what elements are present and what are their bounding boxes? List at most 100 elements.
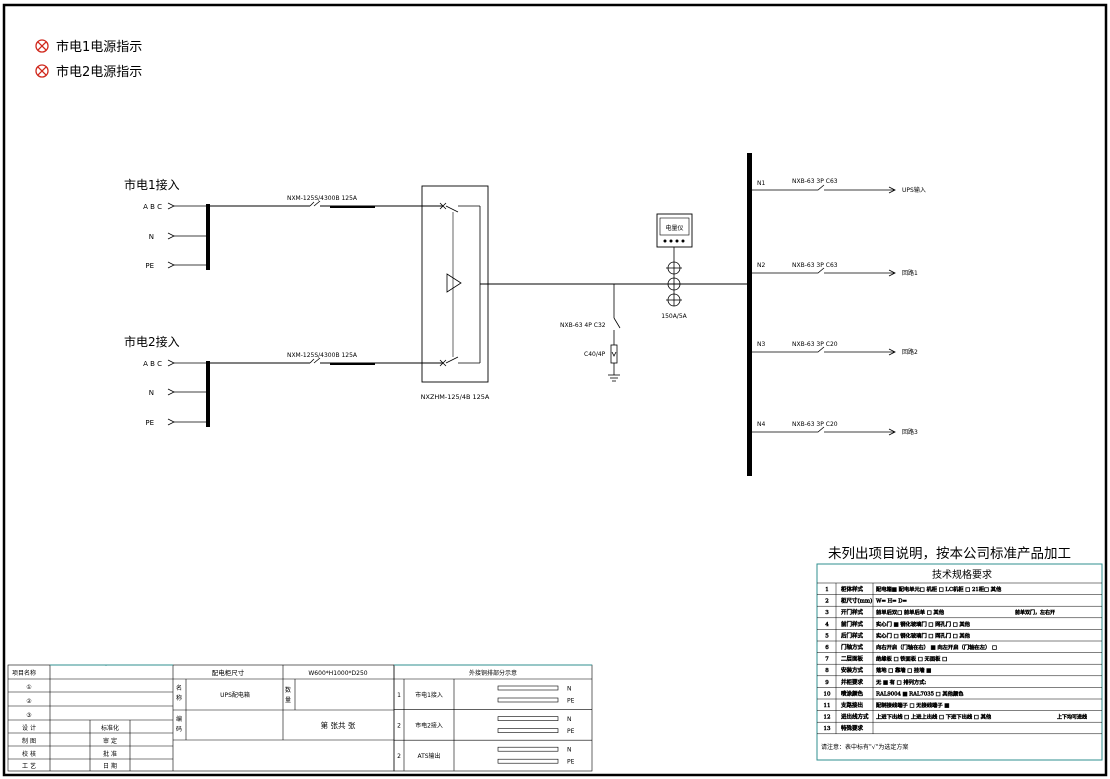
input-1-busbar bbox=[206, 204, 210, 270]
spec-row-name: 门轴方式 bbox=[841, 643, 864, 651]
output-n1: N1 NXB-63 3P C63 UPS输入 bbox=[752, 178, 926, 194]
spec-row-content: RAL9004 ■ RAL7035 □ 其他颜色 bbox=[876, 689, 964, 697]
copper-bar-label: N bbox=[567, 686, 572, 693]
spec-row-content: 实心门 □ 钢化玻璃门 □ 网孔门 □ 其他 bbox=[876, 631, 971, 639]
spec-row-content: 上进下出线 □ 上进上出线 □ 下进下出线 □ 其他 bbox=[876, 713, 992, 721]
spec-row-content: 向右开启（门轴在右） ■ 向左开启（门轴在左） □ bbox=[876, 643, 997, 651]
code-label-2: 码 bbox=[176, 725, 182, 733]
name-label-2: 称 bbox=[176, 694, 182, 702]
role-design: 设 计 bbox=[22, 724, 36, 732]
qty-label-1: 数 bbox=[285, 686, 291, 694]
output-n4-breaker: NXB-63 3P C20 bbox=[792, 421, 838, 428]
output-n1-breaker: NXB-63 3P C63 bbox=[792, 178, 838, 185]
spec-row-number: 2 bbox=[825, 599, 829, 605]
spec-row-name: 开门样式 bbox=[841, 608, 864, 616]
spec-row-content: 实心门 ■ 钢化玻璃门 □ 网孔门 □ 其他 bbox=[876, 620, 971, 628]
spec-row-number: 3 bbox=[825, 610, 829, 616]
spec-row-number: 6 bbox=[825, 645, 829, 651]
spec-title: 技术规格要求 bbox=[932, 568, 992, 581]
role-standard: 标准化 bbox=[101, 724, 119, 732]
spec-row-number: 13 bbox=[824, 726, 831, 732]
rev-3: ③ bbox=[26, 712, 31, 719]
spec-row-content: 无 ■ 有 □ 排列方式: bbox=[876, 678, 927, 686]
copper-bar-label: N bbox=[567, 747, 572, 754]
spec-row-number: 10 bbox=[824, 691, 831, 697]
spec-row-number: 8 bbox=[825, 668, 829, 674]
power-meter-label: 电量仪 bbox=[665, 224, 683, 232]
busbar-row-name: 市电1接入 bbox=[415, 691, 443, 699]
role-approve: 审 定 bbox=[103, 737, 117, 745]
output-n2-id: N2 bbox=[757, 262, 765, 269]
name-value: UPS配电箱 bbox=[220, 691, 250, 699]
ct-icon bbox=[666, 261, 682, 307]
copper-bar-label: PE bbox=[567, 759, 575, 766]
spec-highlight-door: 前单双门，左右开 bbox=[1015, 609, 1055, 616]
input-2: 市电2接入 A B C N PE NXM-125S/4300B 125A bbox=[124, 334, 443, 427]
spec-row-content: 配制接线端子 □ 无接线端子 ■ bbox=[876, 701, 949, 709]
input-2-breaker-symbol bbox=[309, 357, 321, 364]
spec-row-name: 后门样式 bbox=[841, 631, 864, 639]
spec-row-name: 支路接出 bbox=[841, 701, 863, 709]
spec-row-name: 进出线方式 bbox=[841, 713, 869, 721]
busbar-row-number: 2 bbox=[397, 723, 401, 730]
spec-row: 6 门轴方式 向右开启（门轴在右） ■ 向左开启（门轴在左） □ bbox=[817, 643, 1102, 653]
spec-row-content: 前单后双□ 前单后单 □ 其他 bbox=[876, 608, 945, 616]
spec-row-number: 12 bbox=[824, 715, 831, 721]
spec-row-content: 配电箱■ 配电单元□ 机柜 □ LC机柜 □ 21柜□ 其他 bbox=[876, 585, 1002, 593]
output-n1-id: N1 bbox=[757, 180, 765, 187]
role-process: 工 艺 bbox=[22, 762, 36, 770]
output-n1-dest: UPS输入 bbox=[902, 186, 926, 194]
busbar-table-title: 外接铜排部分示意 bbox=[469, 669, 517, 677]
spec-row-number: 11 bbox=[824, 703, 831, 709]
copper-bar-label: PE bbox=[567, 728, 575, 735]
copper-bar-label: N bbox=[567, 716, 572, 723]
spd-arrester-label: C40/4P bbox=[584, 351, 606, 358]
copper-bar bbox=[497, 728, 559, 733]
input-2-terminal-n: N bbox=[149, 389, 154, 397]
input-2-busbar bbox=[206, 361, 210, 427]
busbar-row-number: 1 bbox=[397, 692, 401, 699]
title-block-text: 项目名称 ① ② ③ 设 计 制 图 校 核 工 艺 标准化 审 定 批 准 日… bbox=[12, 668, 368, 770]
spd-breaker-label: NXB-63 4P C32 bbox=[560, 322, 606, 329]
copper-bar bbox=[497, 716, 559, 721]
busbar-row-name: ATS输出 bbox=[417, 752, 440, 760]
role-date: 日 期 bbox=[103, 762, 117, 770]
indicator-2: 市电2电源指示 bbox=[35, 64, 142, 80]
input-1: 市电1接入 A B C N PE NXM-125S/4300B 125A bbox=[124, 177, 443, 270]
spec-highlight-cable: 上下均可进线 bbox=[1057, 714, 1087, 721]
input-1-breaker-symbol bbox=[309, 200, 321, 207]
spec-footer: 请注意：表中标有"√"为选定方案 bbox=[821, 743, 908, 751]
input-1-terminal-n: N bbox=[149, 233, 154, 241]
output-n3-id: N3 bbox=[757, 341, 765, 348]
output-n4: N4 NXB-63 3P C20 回路3 bbox=[752, 421, 918, 436]
input-1-terminal-abc: A B C bbox=[143, 203, 162, 211]
spd-branch: NXB-63 4P C32 C40/4P bbox=[560, 284, 621, 382]
terminal-arrows bbox=[167, 359, 208, 426]
output-n3-dest: 回路2 bbox=[902, 348, 918, 356]
busbar-row-name: 市电2接入 bbox=[415, 722, 443, 730]
busbar-row: 1 市电1接入 N PE bbox=[394, 679, 592, 710]
copper-bar-label: PE bbox=[567, 698, 575, 705]
spec-row: 11 支路接出 配制接线端子 □ 无接线端子 ■ bbox=[817, 701, 1102, 711]
copper-bar bbox=[497, 685, 559, 691]
name-label-1: 名 bbox=[176, 684, 182, 692]
spec-row-number: 9 bbox=[825, 680, 829, 686]
spec-row-number: 7 bbox=[825, 657, 829, 663]
spec-row-name: 柜尺寸(mm) bbox=[841, 597, 872, 605]
size-label: 配电柜尺寸 bbox=[212, 668, 245, 677]
lamp-icon bbox=[35, 39, 49, 53]
main-busbar bbox=[747, 153, 752, 476]
spec-row: 3 开门样式 前单后双□ 前单后单 □ 其他 bbox=[817, 608, 1102, 619]
spec-row-number: 1 bbox=[825, 587, 829, 593]
role-sign: 批 准 bbox=[103, 750, 117, 758]
power-meter: 电量仪 150A/5A bbox=[656, 213, 693, 320]
output-n3-breaker: NXB-63 3P C20 bbox=[792, 341, 838, 348]
copper-bar bbox=[497, 746, 559, 752]
